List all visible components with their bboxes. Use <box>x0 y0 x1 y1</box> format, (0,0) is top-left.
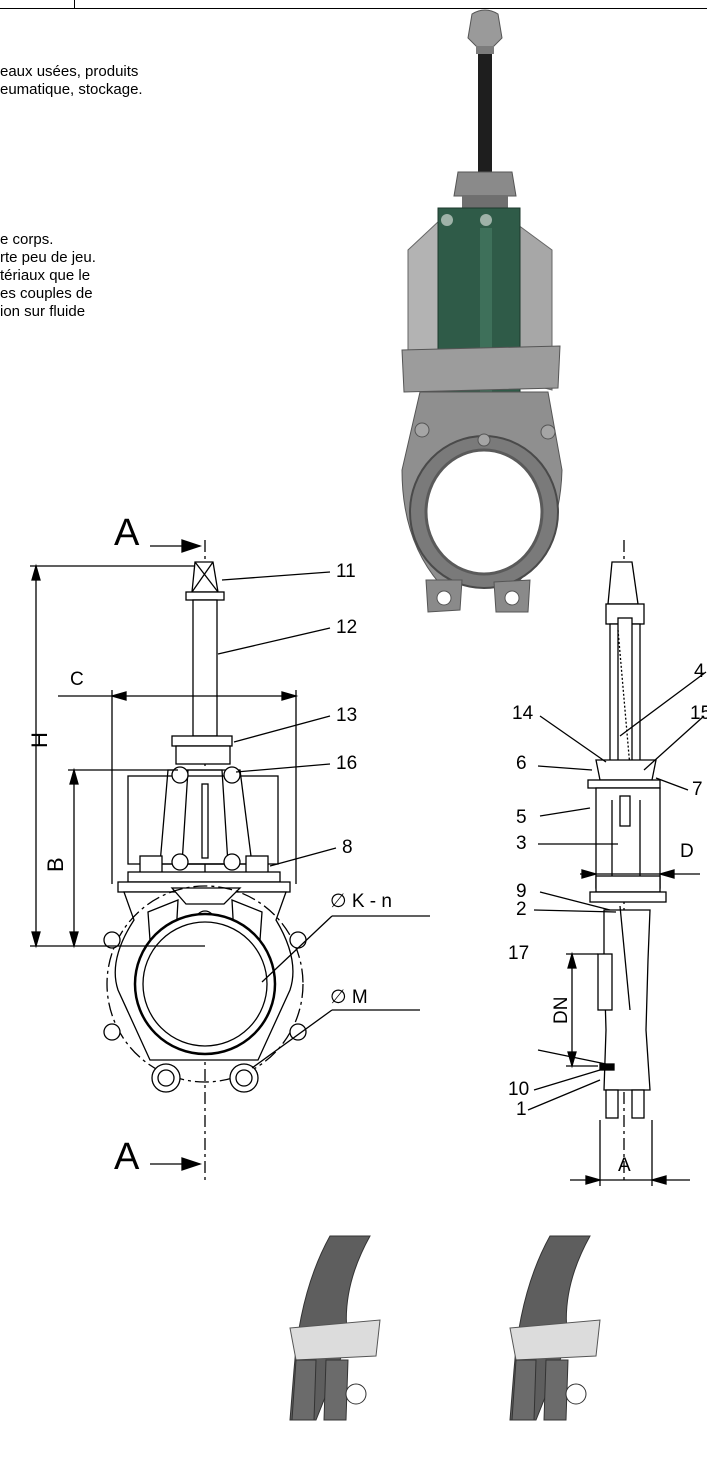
feature-line-3: tériaux que le <box>0 267 91 284</box>
part-number-2: 2 <box>516 899 527 920</box>
part-number-14: 14 <box>512 703 534 724</box>
section-marker-bottom: A <box>114 1136 140 1178</box>
intro-line-1: eaux usées, produits <box>0 63 139 80</box>
part-number-13: 13 <box>336 705 358 726</box>
part-number-5: 5 <box>516 807 527 828</box>
feature-line-5: ion sur fluide <box>0 303 86 320</box>
part-number-11: 11 <box>336 561 356 582</box>
part-number-4: 4 <box>694 661 705 682</box>
dimension-label-c: C <box>70 669 84 690</box>
part-number-12: 12 <box>336 617 358 638</box>
dimension-label-d: D <box>680 841 694 862</box>
part-number-17: 17 <box>508 943 530 964</box>
part-number-7: 7 <box>692 779 703 800</box>
part-number-10: 10 <box>508 1079 530 1100</box>
dimension-label-a: A <box>618 1155 631 1176</box>
section-marker-top: A <box>114 512 140 554</box>
feature-line-1: e corps. <box>0 231 54 248</box>
part-number-8: 8 <box>342 837 353 858</box>
dimension-label-h: H <box>27 732 52 748</box>
part-number-6: 6 <box>516 753 527 774</box>
header-rule <box>0 0 707 9</box>
feature-line-2: rte peu de jeu. <box>0 249 96 266</box>
part-number-15: 15 <box>690 703 707 724</box>
bolt-circle-label: ∅ K - n <box>330 891 392 912</box>
part-number-16: 16 <box>336 753 358 774</box>
feature-line-4: es couples de <box>0 285 93 302</box>
part-number-3: 3 <box>516 833 527 854</box>
part-number-9: 9 <box>516 881 527 902</box>
dimension-label-b: B <box>43 857 68 872</box>
dimension-label-dn: DN <box>551 996 572 1024</box>
header-divider <box>74 0 75 8</box>
intro-line-2: eumatique, stockage. <box>0 81 143 98</box>
outer-diameter-label: ∅ M <box>330 987 368 1008</box>
part-number-1: 1 <box>516 1099 527 1120</box>
